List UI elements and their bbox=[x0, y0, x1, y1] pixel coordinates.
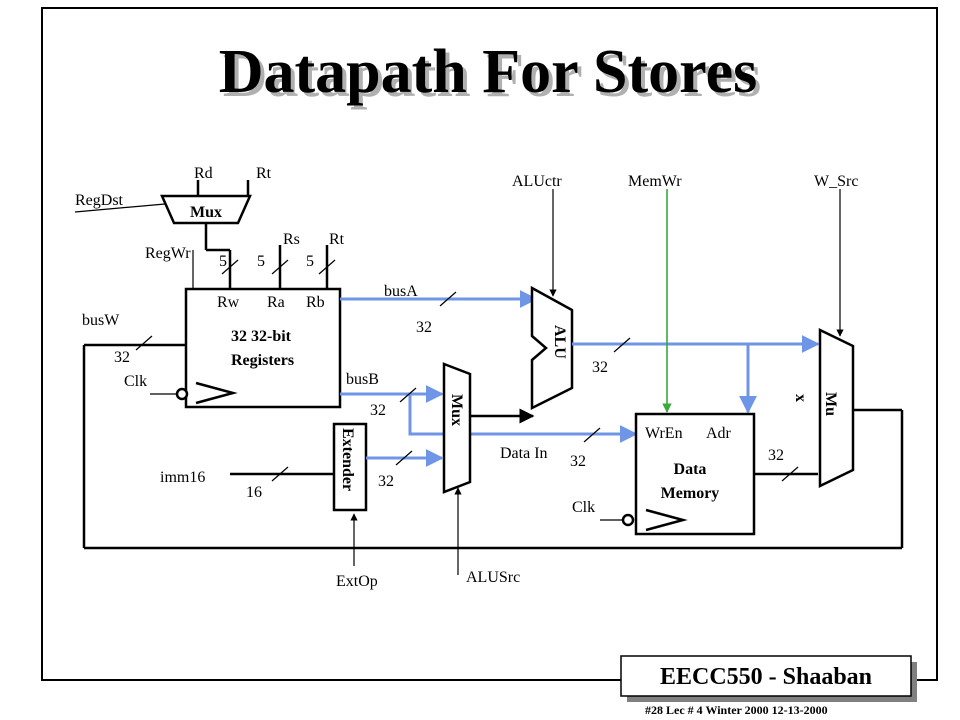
rb-label: Rb bbox=[306, 294, 325, 311]
badge-box bbox=[620, 655, 912, 697]
mem-out-width: 32 bbox=[768, 447, 784, 464]
busw-label: busW bbox=[82, 312, 120, 329]
data-memory bbox=[634, 412, 756, 536]
clk-reg-label: Clk bbox=[124, 373, 147, 390]
adr-label: Adr bbox=[706, 425, 732, 442]
course-badge: EECC550 - Shaaban bbox=[660, 664, 872, 690]
rw-label: Rw bbox=[217, 294, 240, 311]
mem-clock-symbol bbox=[645, 508, 688, 532]
busb-width: 32 bbox=[370, 402, 386, 419]
rt-label: Rt bbox=[329, 231, 345, 248]
rb-width: 5 bbox=[306, 253, 314, 270]
regdst-label: RegDst bbox=[75, 192, 124, 209]
wsrc-mux bbox=[818, 328, 855, 488]
wsrc-label: W_Src bbox=[814, 173, 858, 190]
data-memory-line1: Data bbox=[674, 461, 707, 478]
memwr-label: MemWr bbox=[628, 173, 682, 190]
wren-label: WrEn bbox=[645, 425, 683, 442]
busa-width: 32 bbox=[416, 319, 432, 336]
data-memory-line2: Memory bbox=[661, 485, 720, 502]
regdst-mux bbox=[160, 194, 252, 225]
rt-top-label: Rt bbox=[256, 165, 272, 182]
extender bbox=[332, 422, 368, 512]
imm16-label: imm16 bbox=[160, 469, 205, 486]
alusrc-mux bbox=[442, 362, 472, 494]
ext-width: 32 bbox=[378, 473, 394, 490]
alu bbox=[530, 285, 574, 411]
data-in-label: Data In bbox=[500, 445, 548, 462]
reg-clock-symbol bbox=[195, 381, 238, 405]
regdst-wire bbox=[74, 203, 166, 213]
regdst-mux-label: Mux bbox=[190, 204, 222, 221]
extender-label: Extender bbox=[339, 428, 356, 491]
busw-width: 32 bbox=[114, 349, 130, 366]
imm16-width: 16 bbox=[246, 484, 262, 501]
reg-clock-bubble bbox=[175, 387, 189, 401]
rs-label: Rs bbox=[283, 231, 300, 248]
regwr-label: RegWr bbox=[145, 245, 191, 262]
aluctr-label: ALUctr bbox=[512, 173, 562, 190]
register-file-line1: 32 32-bit bbox=[231, 328, 292, 345]
rd-label: Rd bbox=[194, 165, 213, 182]
page-title: Datapath For Stores bbox=[219, 38, 757, 106]
data-in-width: 32 bbox=[570, 453, 586, 470]
register-file-line2: Registers bbox=[231, 352, 294, 369]
data-in-wire bbox=[408, 394, 638, 443]
alu-out-width: 32 bbox=[592, 359, 608, 376]
mem-clock-bubble bbox=[621, 513, 635, 527]
clk-mem-label: Clk bbox=[572, 499, 595, 516]
ra-width: 5 bbox=[257, 253, 265, 270]
footer-text: #28 Lec # 4 Winter 2000 12-13-2000 bbox=[645, 703, 828, 717]
wsrc-mux-label-a: Mu bbox=[822, 392, 839, 416]
slide-frame bbox=[41, 7, 938, 681]
ra-label: Ra bbox=[267, 294, 285, 311]
alu-label: ALU bbox=[551, 325, 568, 359]
wsrc-mux-label-b: x bbox=[792, 394, 809, 402]
busb-label: busB bbox=[346, 371, 379, 388]
extop-label: ExtOp bbox=[336, 573, 378, 590]
title-shadow: Datapath For Stores bbox=[223, 42, 761, 110]
rw-width: 5 bbox=[219, 253, 227, 270]
alusrc-label: ALUSrc bbox=[466, 569, 520, 586]
alusrc-mux-label: Mux bbox=[448, 394, 465, 426]
busa-label: busA bbox=[384, 283, 418, 300]
